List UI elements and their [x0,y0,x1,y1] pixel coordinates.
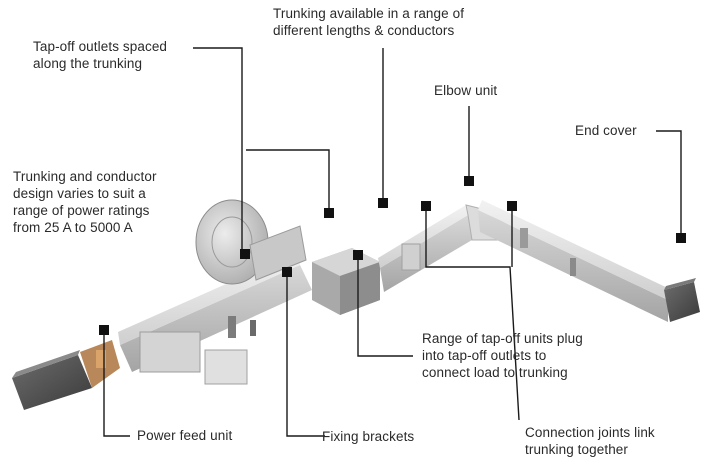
label-elbow-unit: Elbow unit [434,83,498,98]
tap-off-unit-drawing [312,248,380,315]
label-end-cover: End cover [575,123,637,138]
label-tapoff-units: Range of tap-off units plug into tap-off… [422,331,583,380]
label-conductor-design: Trunking and conductor design varies to … [13,169,157,235]
label-fixing-brackets: Fixing brackets [322,429,415,444]
tap-off-outlet-drawing [195,199,307,285]
marker-power-feed [99,325,109,335]
power-feed-unit-drawing [12,340,120,410]
marker-elbow-unit [464,176,474,186]
marker-connection-joint-1 [421,201,431,211]
label-tapoff-outlets: Tap-off outlets spaced along the trunkin… [33,39,168,71]
label-connection-joints: Connection joints link trunking together [525,425,655,457]
label-trunking-lengths: Trunking available in a range of differe… [273,6,465,38]
marker-end-cover [676,233,686,243]
marker-tapoff-outlets [240,249,250,259]
right-trunking-section [478,200,672,322]
marker-connection-joint-2 [507,201,517,211]
marker-conductor-design [324,208,334,218]
leader-lines [103,47,682,437]
middle-trunking-section [378,205,472,292]
callout-markers [99,176,686,335]
marker-tapoff-units [353,250,363,260]
marker-trunking-lengths [378,198,388,208]
label-power-feed: Power feed unit [137,428,233,443]
end-cover-drawing [664,278,700,322]
marker-fixing-brackets [282,267,292,277]
